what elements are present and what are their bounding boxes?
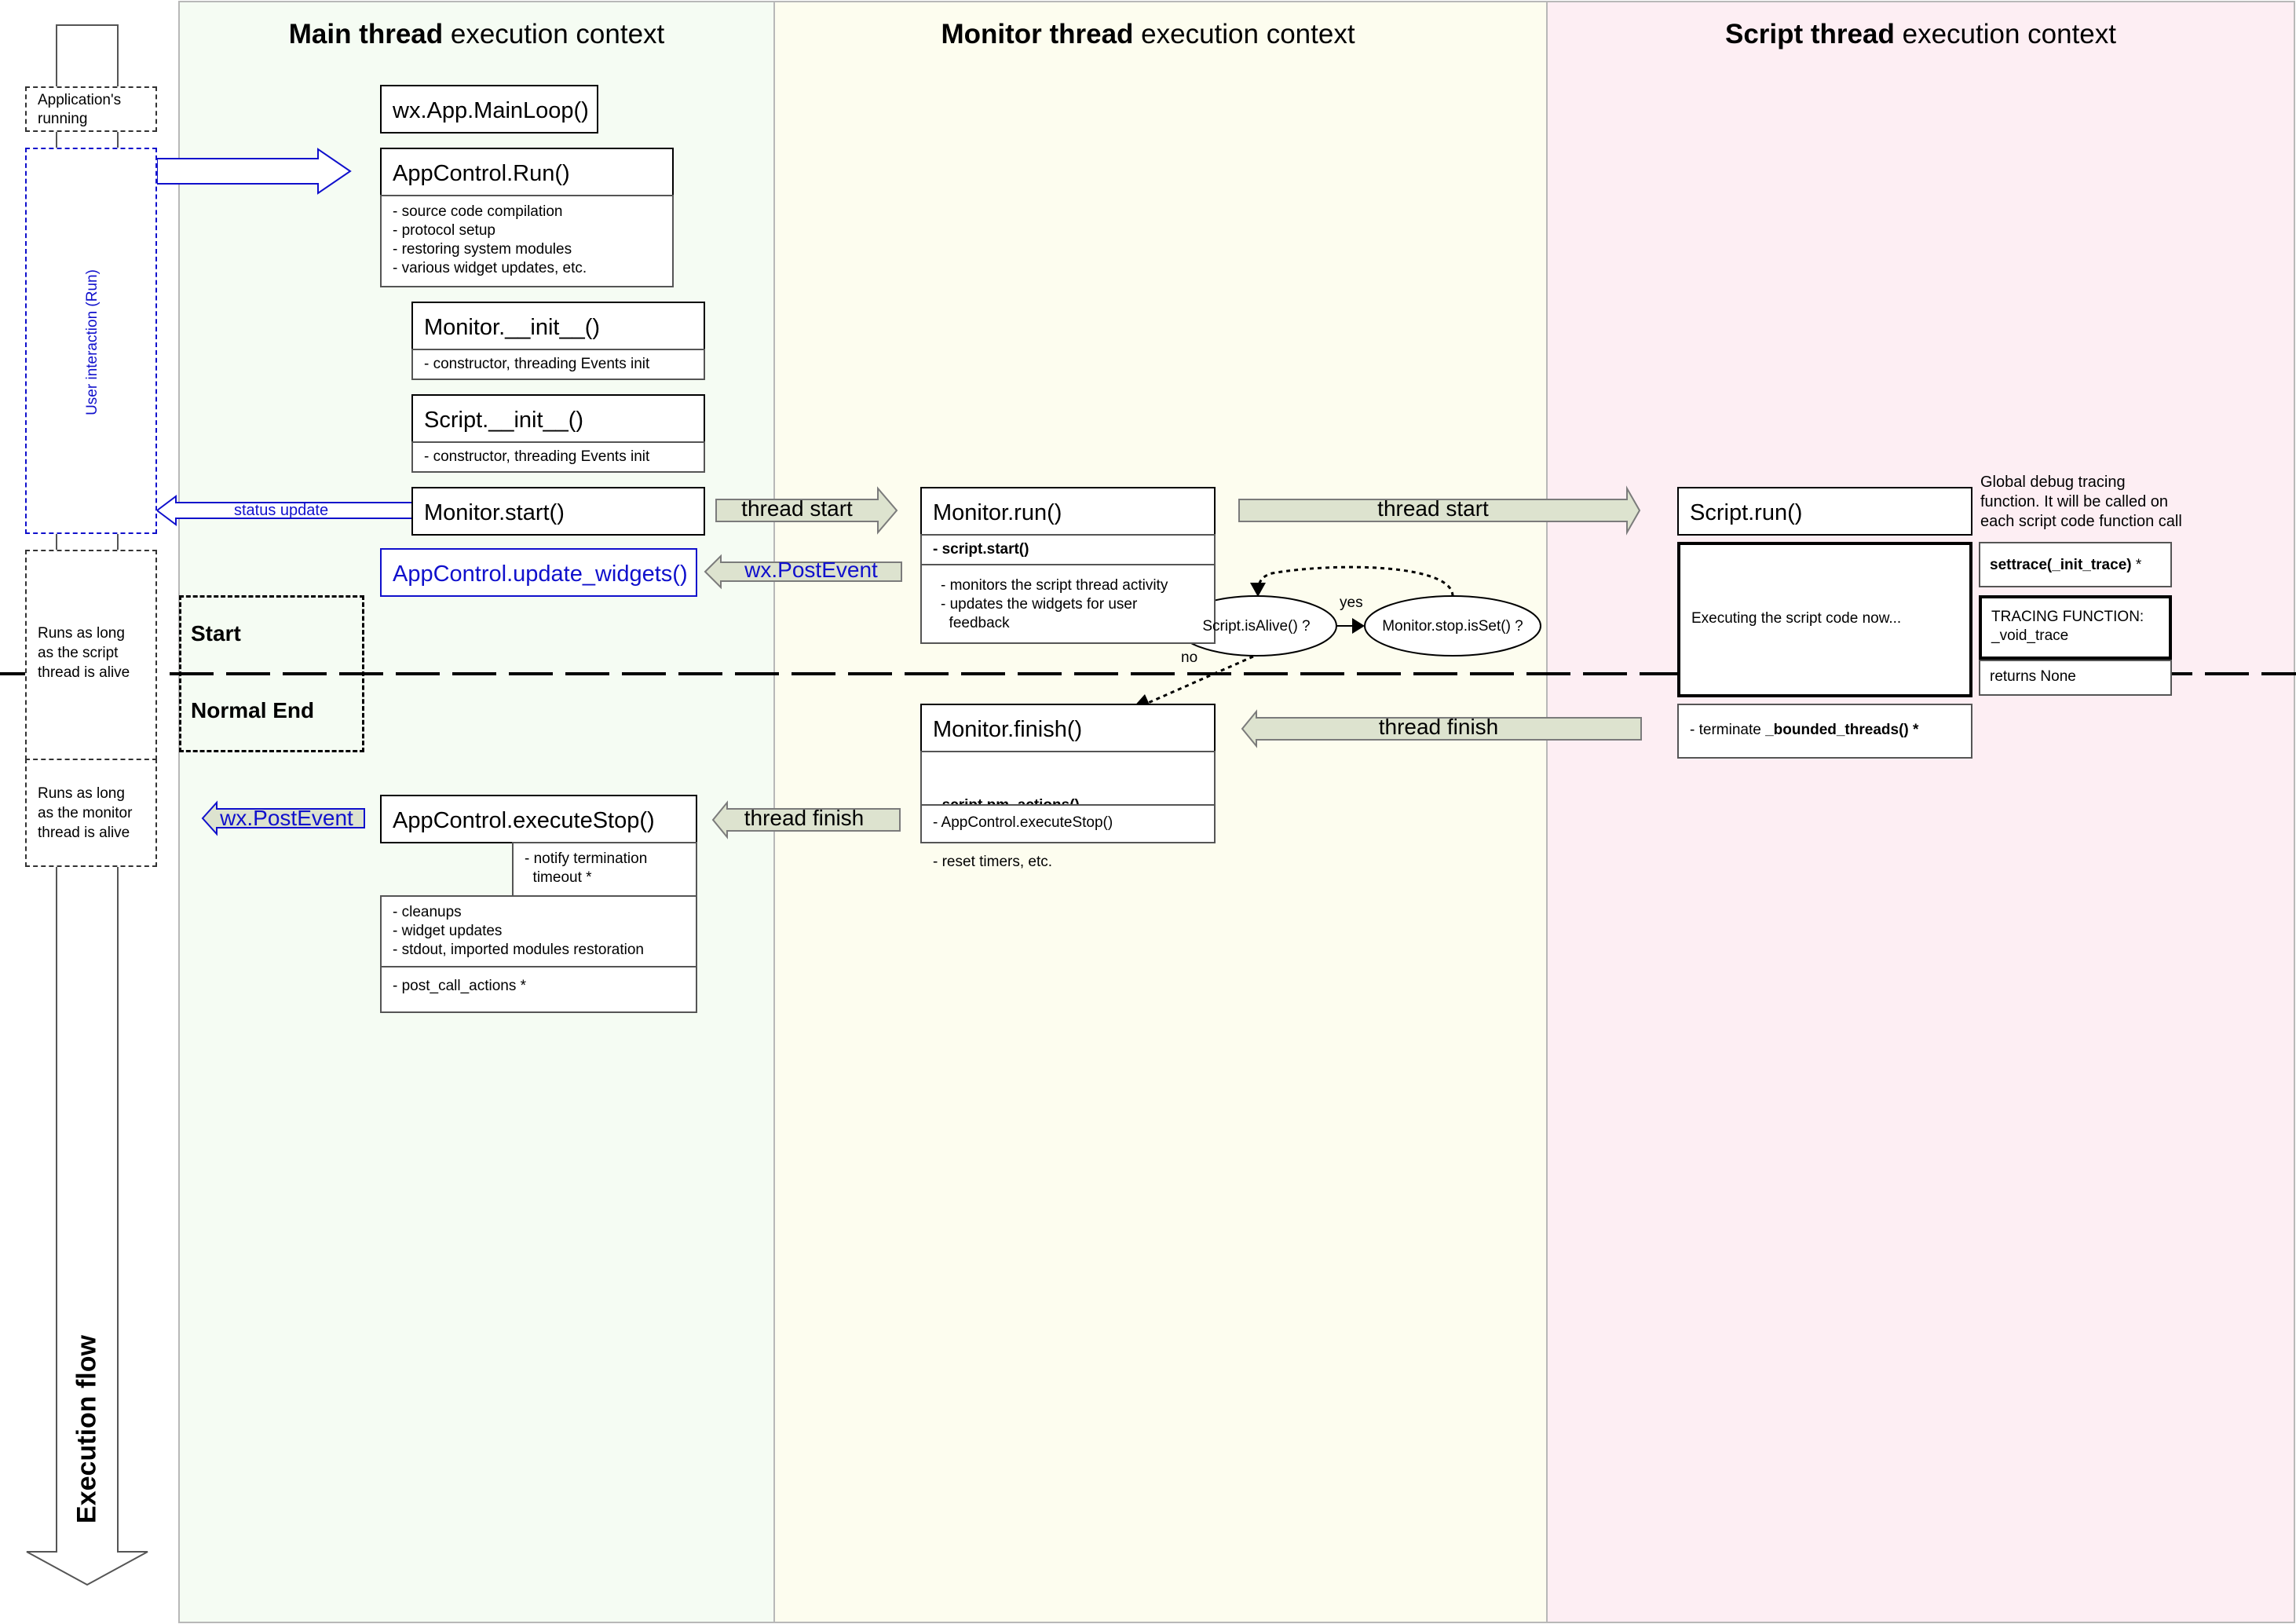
main-lane-title-bold: Main thread xyxy=(288,19,444,49)
executing-box: Executing the script code now... xyxy=(1677,542,1972,697)
monitor-init-title: Monitor.__init__() xyxy=(411,302,705,350)
script-lane-title-bold: Script thread xyxy=(1724,19,1895,49)
returns-none-box: returns None xyxy=(1979,660,2172,696)
terminate-bold: _bounded_threads() * xyxy=(1765,722,1919,738)
app-running-box: Application's running xyxy=(25,86,157,132)
no-connector xyxy=(1146,655,1254,705)
script-lane-header: Script thread execution context xyxy=(1547,19,2294,60)
settrace-label: settrace(_init_trace) xyxy=(1990,557,2132,573)
wx-postevent-arrow-2 xyxy=(201,800,365,836)
legend-box: Start Normal End xyxy=(179,595,364,752)
execute-stop-body: - cleanups - widget updates - stdout, im… xyxy=(380,895,697,967)
script-lane xyxy=(1546,1,2295,1623)
yes-label: yes xyxy=(1340,594,1363,611)
legend-start: Start xyxy=(191,621,241,646)
monitor-start-box: Monitor.start() xyxy=(411,487,705,536)
script-run-box: Script.run() xyxy=(1677,487,1972,536)
thread-start-label-2: thread start xyxy=(1377,496,1489,521)
mainloop-box: wx.App.MainLoop() xyxy=(380,85,598,134)
execution-flow-label: Execution flow xyxy=(71,1335,102,1523)
user-interaction-label: User interaction (Run) xyxy=(84,269,101,415)
main-lane-title-rest: execution context xyxy=(443,19,665,49)
script-lane-title-rest: execution context xyxy=(1894,19,2116,49)
loop-back-arrowhead xyxy=(1250,583,1266,597)
execute-stop-note: - notify termination timeout * xyxy=(512,842,697,897)
monitor-stop-isset-label: Monitor.stop.isSet() ? xyxy=(1382,618,1523,635)
appcontrol-run-body: - source code compilation - protocol set… xyxy=(380,195,674,287)
wx-postevent-label-2: wx.PostEvent xyxy=(220,806,353,830)
status-update-label: status update xyxy=(234,502,329,519)
script-init-title: Script.__init__() xyxy=(411,394,705,443)
loop-back-connector xyxy=(1256,565,1454,597)
script-alive-box: Runs as long as the script thread is ali… xyxy=(25,550,157,760)
monitor-lane-title-rest: execution context xyxy=(1133,19,1355,49)
monitor-run-body: - monitors the script thread activity - … xyxy=(920,564,1216,644)
no-label: no xyxy=(1181,649,1198,666)
thread-start-label-1: thread start xyxy=(741,496,853,521)
monitor-run-bold-line: - script.start() xyxy=(920,534,1216,565)
monitor-finish-body: - reset timers, etc. xyxy=(933,854,1053,870)
wx-postevent-label-1: wx.PostEvent xyxy=(744,558,878,582)
execute-stop-title: AppControl.executeStop() xyxy=(380,795,697,843)
tracing-function-box: TRACING FUNCTION: _void_trace xyxy=(1979,595,2172,660)
monitor-alive-box: Runs as long as the monitor thread is al… xyxy=(25,759,157,867)
monitor-run-title: Monitor.run() xyxy=(920,487,1216,536)
user-interaction-box: User interaction (Run) xyxy=(25,148,157,534)
monitor-lane-title-bold: Monitor thread xyxy=(941,19,1134,49)
debug-note: Global debug tracing function. It will b… xyxy=(1980,474,2182,530)
script-isalive-label: Script.isAlive() ? xyxy=(1202,618,1311,635)
execute-stop-footer: - post_call_actions * xyxy=(380,966,697,1013)
settrace-box: settrace(_init_trace) * xyxy=(1979,542,2172,587)
monitor-finish-title: Monitor.finish() xyxy=(920,704,1216,752)
monitor-finish-body-box: - script.pm_actions() - reset timers, et… xyxy=(920,751,1216,870)
thread-finish-arrow-2 xyxy=(711,800,901,839)
run-arrow xyxy=(156,148,352,195)
thread-finish-label-2: thread finish xyxy=(744,806,865,830)
thread-finish-label-1: thread finish xyxy=(1378,715,1499,739)
legend-normal-end: Normal End xyxy=(191,698,315,722)
terminate-prefix: - terminate xyxy=(1690,722,1766,738)
thread-start-arrow-2 xyxy=(1238,485,1641,536)
update-widgets-box: AppControl.update_widgets() xyxy=(380,548,697,597)
terminate-box: - terminate _bounded_threads() * xyxy=(1677,704,1972,759)
script-init-body: - constructor, threading Events init xyxy=(411,441,705,473)
wx-postevent-arrow-1 xyxy=(704,554,902,590)
monitor-lane-header: Monitor thread execution context xyxy=(774,19,1522,60)
monitor-init-body: - constructor, threading Events init xyxy=(411,349,705,380)
thread-start-arrow-1 xyxy=(715,486,898,535)
yes-arrowhead xyxy=(1352,618,1365,634)
appcontrol-run-title: AppControl.Run() xyxy=(380,148,674,196)
main-lane-header: Main thread execution context xyxy=(179,19,774,60)
settrace-star: * xyxy=(2131,557,2142,573)
monitor-finish-footer: - AppControl.executeStop() xyxy=(920,804,1216,843)
thread-finish-arrow-1 xyxy=(1241,709,1642,748)
